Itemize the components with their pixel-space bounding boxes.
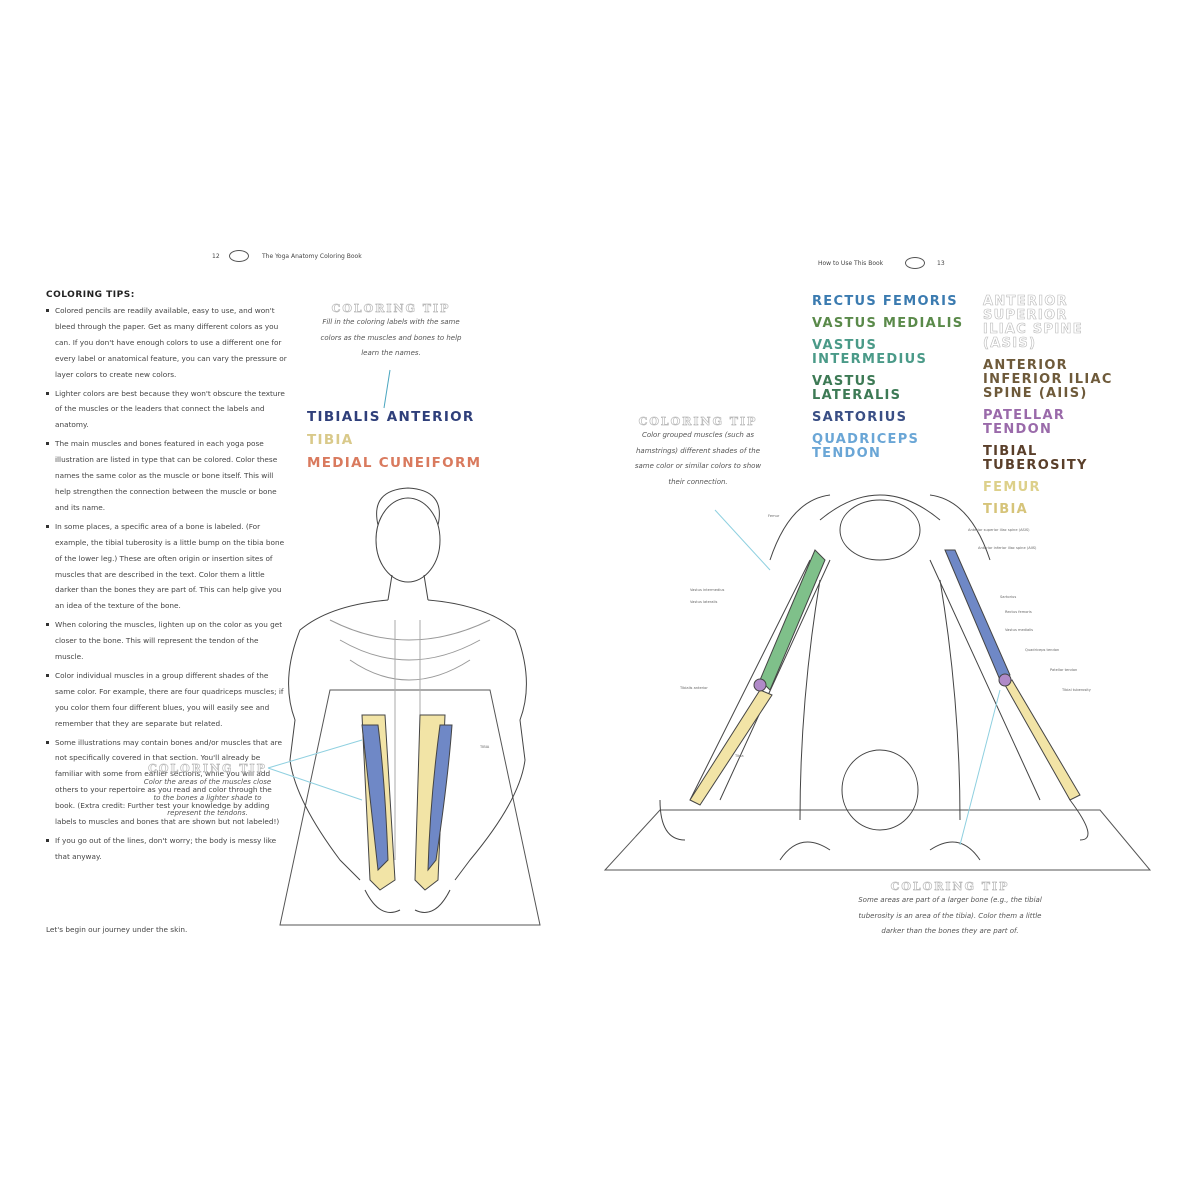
- tip-item: If you go out of the lines, don't worry;…: [46, 833, 288, 865]
- tip-body: Fill in the coloring labels with the sam…: [320, 318, 462, 357]
- coloring-tip-bottom-left: COLORING TIP Color the areas of the musc…: [140, 762, 275, 822]
- label-rectus-femoris: RECTUS FEMORIS: [812, 294, 958, 309]
- figure-label: Tibia: [735, 754, 744, 758]
- tip-item: Colored pencils are readily available, e…: [46, 303, 288, 383]
- label-aiis: ANTERIOR INFERIOR ILIAC SPINE (AIIS): [983, 358, 1113, 401]
- tip-body: Color the areas of the muscles close to …: [143, 778, 272, 817]
- tip-item: In some places, a specific area of a bon…: [46, 519, 288, 614]
- page-number-left: 12: [212, 253, 220, 260]
- figure-label: Femur: [768, 514, 780, 518]
- tip-item: The main muscles and bones featured in e…: [46, 436, 288, 516]
- figure-label: Quadriceps tendon: [1025, 648, 1060, 652]
- head: [375, 497, 441, 583]
- figure-label: Vastus intermedius: [690, 588, 725, 592]
- figure-label: Patellar tendon: [1050, 668, 1078, 672]
- coloring-tip-left: COLORING TIP Color grouped muscles (such…: [633, 415, 763, 490]
- figure-label: Sartorius: [1000, 595, 1017, 599]
- label-vastus-medialis: VASTUS MEDIALIS: [812, 316, 964, 331]
- label-vastus-intermedius: VASTUS INTERMEDIUS: [812, 338, 928, 367]
- label-tibia: TIBIA: [983, 502, 1029, 517]
- tip-heading: COLORING TIP: [331, 302, 451, 316]
- label-tibia: TIBIA: [307, 432, 354, 448]
- label-sartorius: SARTORIUS: [812, 410, 908, 425]
- label-tibialis-anterior: TIBIALIS ANTERIOR: [307, 409, 475, 425]
- label-quadriceps-tendon: QUADRICEPS TENDON: [812, 432, 920, 461]
- ornament-icon: [229, 250, 249, 262]
- label-medial-cuneiform: MEDIAL CUNEIFORM: [307, 455, 482, 471]
- yoga-mat: [279, 689, 541, 926]
- tip-item: Some illustrations may contain bones and…: [46, 735, 288, 830]
- figure-label: TIBIA: [480, 745, 490, 749]
- figure-label: Rectus femoris: [1005, 610, 1032, 614]
- tip-item: Lighter colors are best because they won…: [46, 386, 288, 434]
- coloring-tip-bottom-right: COLORING TIP Some areas are part of a la…: [850, 880, 1050, 940]
- tip-item: When coloring the muscles, lighten up on…: [46, 617, 288, 665]
- running-title-left: The Yoga Anatomy Coloring Book: [262, 253, 362, 260]
- left-label-list: TIBIALIS ANTERIOR TIBIA MEDIAL CUNEIFORM: [307, 406, 481, 475]
- label-asis: ANTERIOR SUPERIOR ILIAC SPINE (ASIS): [983, 294, 1083, 351]
- forward-fold-figure-illustration: [603, 494, 1152, 871]
- figure-label: Vastus medialis: [1005, 628, 1034, 632]
- label-patellar-tendon: PATELLAR TENDON: [983, 408, 1066, 437]
- coloring-tips-list: Colored pencils are readily available, e…: [46, 303, 288, 868]
- figure-label: Anterior superior iliac spine (ASIS): [968, 528, 1030, 532]
- coloring-tips-title: COLORING TIPS:: [46, 290, 135, 300]
- figure-label: Anterior inferior iliac spine (AIIS): [978, 546, 1037, 550]
- running-title-right: How to Use This Book: [818, 260, 884, 267]
- right-label-list-1: RECTUS FEMORIS VASTUS MEDIALIS VASTUS IN…: [812, 295, 982, 461]
- leader-line: [383, 369, 391, 409]
- ornament-icon: [905, 257, 925, 269]
- figure-label: Tibial tuberosity: [1062, 688, 1091, 692]
- coloring-tip-top: COLORING TIP Fill in the coloring labels…: [316, 302, 466, 362]
- label-tibial-tuberosity: TIBIAL TUBEROSITY: [983, 444, 1088, 473]
- seated-figure-illustration: [267, 369, 541, 926]
- tip-heading: COLORING TIP: [638, 415, 758, 429]
- yoga-mat: [603, 809, 1152, 871]
- tip-item: Color individual muscles in a group diff…: [46, 668, 288, 732]
- tip-heading: COLORING TIP: [148, 762, 267, 776]
- page-number-right: 13: [937, 260, 945, 267]
- tip-body: Color grouped muscles (such as hamstring…: [634, 431, 762, 486]
- label-femur: FEMUR: [983, 480, 1041, 495]
- tip-body: Some areas are part of a larger bone (e.…: [858, 896, 1042, 935]
- outro-text: Let's begin our journey under the skin.: [46, 925, 188, 934]
- figure-label: Tibialis anterior: [680, 686, 708, 690]
- label-vastus-lateralis: VASTUS LATERALIS: [812, 374, 902, 403]
- tip-heading: COLORING TIP: [890, 880, 1010, 894]
- right-label-list-2: ANTERIOR SUPERIOR ILIAC SPINE (ASIS) ANT…: [983, 294, 1113, 517]
- figure-label: Vastus lateralis: [690, 600, 718, 604]
